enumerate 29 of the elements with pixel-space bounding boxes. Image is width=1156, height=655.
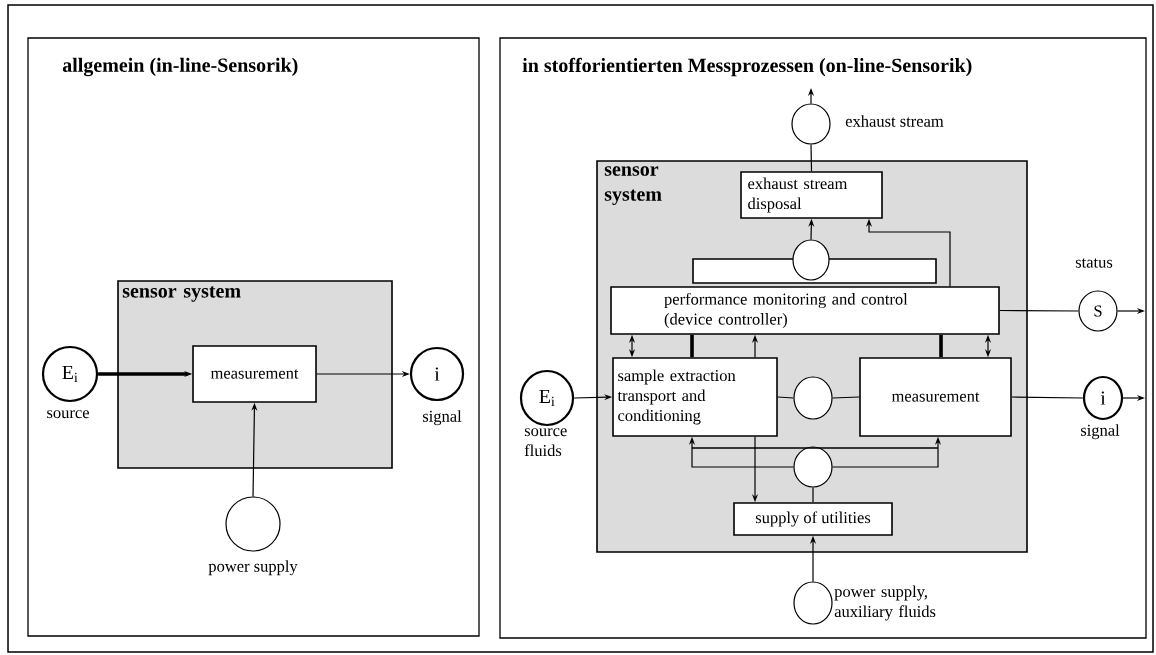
connector-line [690, 334, 694, 358]
node-caption: signal [1080, 424, 1120, 440]
connector-line [832, 396, 860, 399]
process-box: supply of utilities [733, 502, 893, 536]
process-box: exhaust stream disposal [740, 171, 883, 219]
connector-line [812, 487, 814, 503]
connector-line [939, 334, 943, 358]
node-caption: signal [423, 410, 462, 426]
circle-symbol [793, 446, 833, 488]
node-caption: exhaust stream [845, 115, 944, 127]
process-box: measurement [192, 345, 317, 403]
connector-line [777, 396, 794, 399]
connector-line [1011, 396, 1084, 399]
panel-heading: allgemein (in-line-Sensorik) [62, 57, 298, 77]
process-box: measurement [859, 357, 1012, 437]
process-box: performance monitoring and control (device controller) [610, 286, 1000, 335]
system-heading: sensor system [122, 286, 241, 302]
panel-heading: in stofforientierten Messprozessen (on-line-Sensorik) [522, 57, 972, 77]
node-caption: status [1075, 258, 1113, 268]
circle-symbol [793, 376, 833, 420]
connector-line [999, 309, 1079, 312]
process-box: sample extraction transport and conditioning [612, 357, 778, 437]
node-caption: source fluids [524, 428, 567, 457]
circle-symbol [792, 239, 830, 281]
node-caption: power supply [208, 560, 298, 576]
connector-line [810, 144, 813, 172]
node-caption: source [47, 410, 89, 419]
node-caption: power supply, auxiliary fluids [834, 585, 936, 621]
system-heading: sensor system [604, 166, 662, 205]
